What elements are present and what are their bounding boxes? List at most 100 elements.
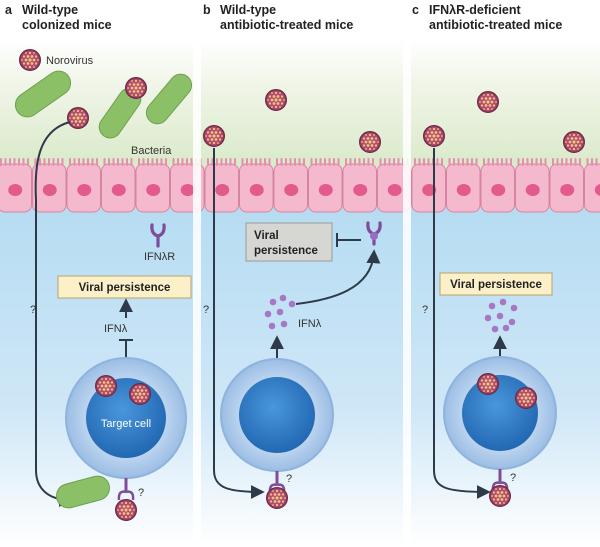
translocation-arrow: [213, 148, 265, 499]
panel-separators: [193, 40, 411, 547]
norovirus-intracellular: [515, 387, 537, 409]
panel-c-title-line1: IFNλR-deficient: [429, 3, 522, 17]
epithelial-nucleus: [594, 184, 600, 196]
microvilli: [0, 158, 29, 166]
panel-b: ? Viral persistence IFNλ ?: [203, 89, 382, 509]
panel-c-title: c IFNλR-deficient antibiotic-treated mic…: [412, 3, 562, 32]
viral-persistence-text: Viral persistence: [79, 282, 171, 294]
epithelial-nucleus: [111, 184, 126, 196]
microvilli: [241, 158, 271, 166]
panel-a-title-line1: Wild-type: [22, 3, 78, 17]
ifn-receptor-label: IFNλR: [144, 251, 175, 263]
norovirus-particle: [265, 89, 287, 111]
epithelial-nucleus: [146, 184, 161, 196]
epithelial-nucleus: [491, 184, 506, 196]
viral-persistence-box: [57, 275, 192, 299]
bacterium-1: [14, 70, 72, 118]
viral-persistence-box: [245, 222, 333, 262]
microvilli: [103, 158, 133, 166]
panel-c: ? Viral persistence ?: [422, 91, 585, 507]
norovirus-particle: [115, 499, 137, 521]
epithelial-nucleus: [318, 184, 333, 196]
unknown-route-label: ?: [422, 304, 428, 316]
ifn-signaling-arrow: [295, 249, 381, 305]
norovirus-legend-icon: [19, 49, 41, 71]
bacteria-label: Bacteria: [131, 145, 172, 157]
norovirus-label: Norovirus: [46, 55, 94, 67]
microvilli: [448, 158, 478, 166]
microvilli: [310, 158, 340, 166]
viral-persistence-text: Viral persistence: [450, 279, 542, 291]
epithelial-nucleus: [249, 184, 264, 196]
panel-a-letter: a: [5, 3, 13, 17]
unknown-receptor-label: ?: [138, 487, 144, 499]
microvilli: [586, 158, 600, 166]
microvilli: [483, 158, 512, 166]
panel-a-title-line2: colonized mice: [22, 18, 112, 32]
panel-b-title-line1: Wild-type: [220, 3, 276, 17]
target-cell-nucleus: [462, 375, 538, 451]
epithelial-nucleus: [284, 184, 299, 196]
microvilli: [276, 158, 305, 166]
epithelial-nucleus: [456, 184, 471, 196]
panel-a: Bacteria Norovirus ? IFNλR Viral persist…: [14, 49, 193, 521]
ifn-label: IFNλ: [298, 318, 322, 330]
norovirus-intracellular: [95, 375, 117, 397]
panel-b-letter: b: [203, 3, 211, 17]
epithelial-cell: [584, 163, 600, 213]
epithelial-layer: [0, 158, 600, 213]
epithelial-nucleus: [560, 184, 575, 196]
target-cell-label: Target cell: [101, 418, 151, 430]
panel-c-title-line2: antibiotic-treated mice: [429, 18, 562, 32]
microvilli: [345, 158, 374, 166]
norovirus-particle: [67, 107, 89, 129]
unknown-route-label: ?: [30, 304, 36, 316]
epithelial-nucleus: [180, 184, 195, 196]
bacterium-3: [145, 73, 193, 125]
unknown-receptor-label: ?: [286, 473, 292, 485]
viral-persistence-line1: Viral: [254, 230, 279, 242]
microvilli: [379, 158, 409, 166]
norovirus-intracellular: [129, 383, 151, 405]
epithelial-nucleus: [525, 184, 540, 196]
translocation-arrow: [433, 148, 491, 499]
epithelial-nucleus: [353, 184, 368, 196]
epithelial-nucleus: [215, 184, 230, 196]
panel-b-title-line2: antibiotic-treated mice: [220, 18, 353, 32]
ifn-label: IFNλ: [104, 323, 128, 335]
microvilli: [34, 158, 64, 166]
translocation-arrow: [34, 121, 73, 507]
unknown-receptor-label: ?: [510, 472, 516, 484]
panel-b-title: b Wild-type antibiotic-treated mice: [203, 3, 353, 32]
viral-persistence-line2: persistence: [254, 245, 318, 257]
epithelial-nucleus: [77, 184, 92, 196]
norovirus-particle: [423, 125, 445, 147]
microvilli: [69, 158, 98, 166]
epithelial-nucleus: [422, 184, 437, 196]
microvilli: [414, 158, 443, 166]
microvilli: [172, 158, 202, 166]
norovirus-particle: [359, 131, 381, 153]
target-cell-nucleus: [239, 377, 315, 453]
microvilli: [552, 158, 581, 166]
norovirus-particle: [125, 77, 147, 99]
ifn-molecules: [264, 294, 296, 330]
norovirus-intracellular: [477, 373, 499, 395]
microvilli: [207, 158, 236, 166]
norovirus-particle: [477, 91, 499, 113]
panel-a-title: a Wild-type colonized mice: [5, 3, 112, 32]
cell-surface-receptor-arms: [117, 490, 135, 501]
panel-c-letter: c: [412, 3, 419, 17]
intestinal-lumen: [0, 40, 600, 170]
microvilli: [517, 158, 547, 166]
ifn-molecules: [484, 298, 518, 333]
epithelial-nucleus: [387, 184, 402, 196]
norovirus-particle: [489, 485, 511, 507]
viral-persistence-box: [439, 272, 553, 296]
epithelial-nucleus: [42, 184, 57, 196]
unknown-route-label: ?: [203, 304, 209, 316]
microvilli: [138, 158, 167, 166]
norovirus-particle: [203, 125, 225, 147]
